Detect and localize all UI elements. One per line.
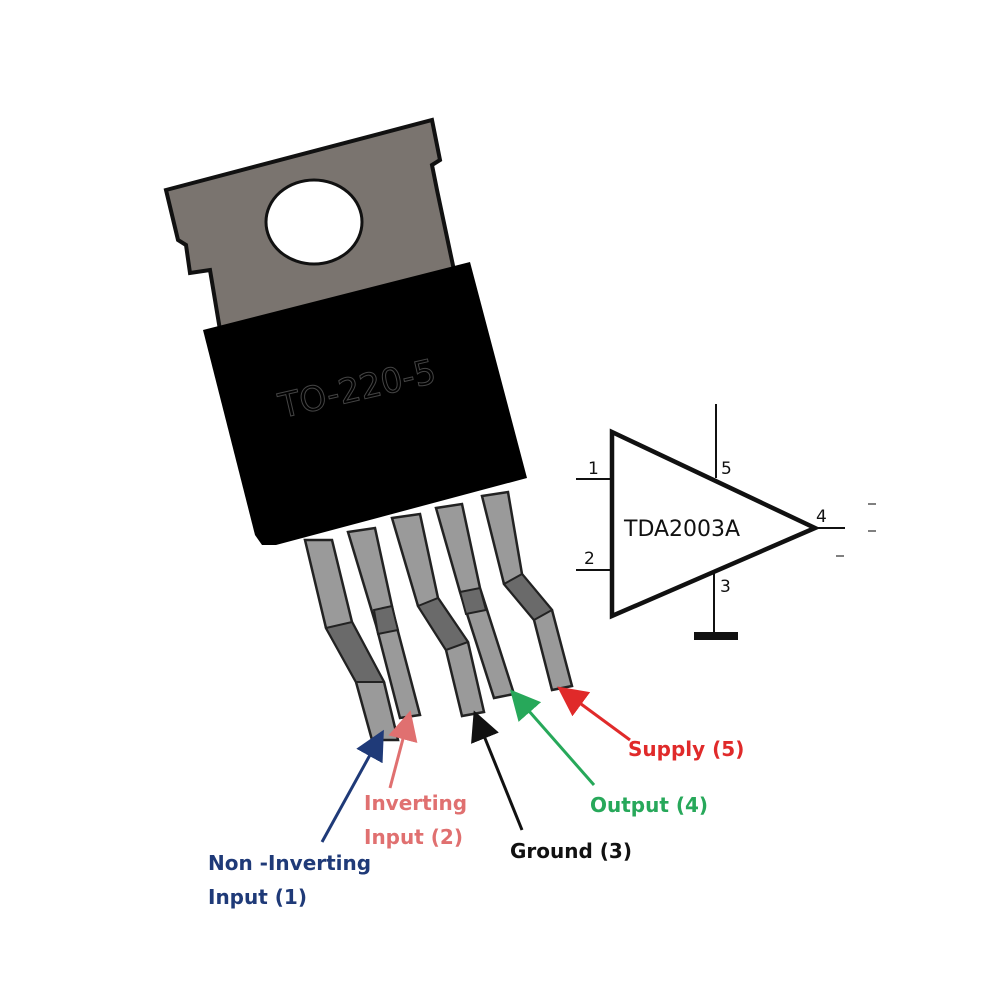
arrow-pin4 [510, 689, 596, 786]
label-supply: Supply (5) [628, 732, 744, 766]
label-line: Output (4) [590, 793, 709, 817]
arrow-pin3 [471, 710, 524, 831]
label-line: Ground (3) [510, 839, 632, 863]
label-inverting-input: Inverting Input (2) [364, 786, 467, 854]
lead-5 [480, 490, 574, 692]
pin-number-5: 5 [721, 459, 732, 479]
pin-number-4: 4 [816, 507, 827, 527]
pin-number-3: 3 [720, 577, 731, 597]
label-line: Input (1) [208, 885, 307, 909]
label-output: Output (4) [590, 788, 708, 822]
arrow-pin5 [557, 686, 631, 742]
lead-4 [434, 502, 516, 700]
amplifier-symbol: TDA2003A 1 2 3 4 5 [576, 404, 876, 640]
arrow-pin1 [320, 729, 384, 843]
triangle-icon [609, 428, 821, 620]
mounting-hole [264, 178, 364, 266]
label-line: Input (2) [364, 825, 463, 849]
ground-icon [694, 632, 738, 640]
to220-package: TO-220-5 [163, 117, 574, 742]
pin-number-1: 1 [588, 459, 599, 479]
label-line: Non -Inverting [208, 851, 372, 875]
arrow-pin2 [388, 710, 418, 789]
label-line: Supply (5) [628, 737, 745, 761]
label-line: Inverting [364, 791, 468, 815]
label-non-inverting-input: Non -Inverting Input (1) [208, 846, 371, 914]
lead-1 [303, 538, 400, 742]
label-ground: Ground (3) [510, 834, 632, 868]
package-body [203, 262, 527, 545]
lead-2 [346, 526, 422, 720]
pin-number-2: 2 [584, 549, 595, 569]
chip-label: TDA2003A [623, 517, 740, 542]
